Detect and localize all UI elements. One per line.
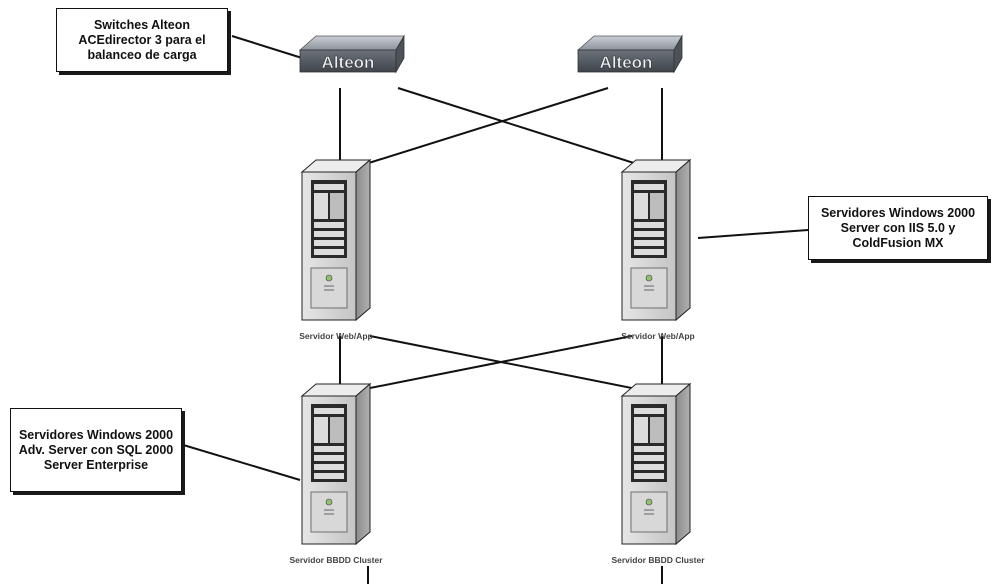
callout-switches: Switches Alteon ACEdirector 3 para el ba… xyxy=(56,8,228,72)
switch-2-logo: Alteon xyxy=(600,53,653,72)
link-web-callout xyxy=(697,229,809,239)
caption-db-2: Servidor BBDD Cluster xyxy=(611,555,705,565)
link-db-callout xyxy=(179,443,301,481)
server-web-1 xyxy=(301,159,371,321)
link-switch1-web2 xyxy=(397,87,663,173)
callout-web-servers: Servidores Windows 2000 Server con IIS 5… xyxy=(808,196,988,260)
caption-web-1: Servidor Web/App xyxy=(299,331,373,341)
server-db-2 xyxy=(621,383,691,545)
callout-db-servers-text: Servidores Windows 2000 Adv. Server con … xyxy=(18,427,174,472)
link-web1-db2 xyxy=(369,335,663,395)
callout-web-servers-text: Servidores Windows 2000 Server con IIS 5… xyxy=(820,205,976,250)
switch-1: Alteon xyxy=(299,35,405,73)
server-web-2 xyxy=(621,159,691,321)
caption-web-2: Servidor Web/App xyxy=(621,331,695,341)
link-switch2-web1 xyxy=(339,87,609,173)
switch-2: Alteon xyxy=(577,35,683,73)
callout-switches-text: Switches Alteon ACEdirector 3 para el ba… xyxy=(78,17,206,62)
connection-lines xyxy=(179,35,809,584)
caption-db-1: Servidor BBDD Cluster xyxy=(289,555,383,565)
link-web2-db1 xyxy=(339,335,633,395)
server-db-1 xyxy=(301,383,371,545)
switch-1-logo: Alteon xyxy=(322,53,375,72)
callout-db-servers: Servidores Windows 2000 Adv. Server con … xyxy=(10,408,182,492)
link-switch-callout xyxy=(231,35,303,59)
